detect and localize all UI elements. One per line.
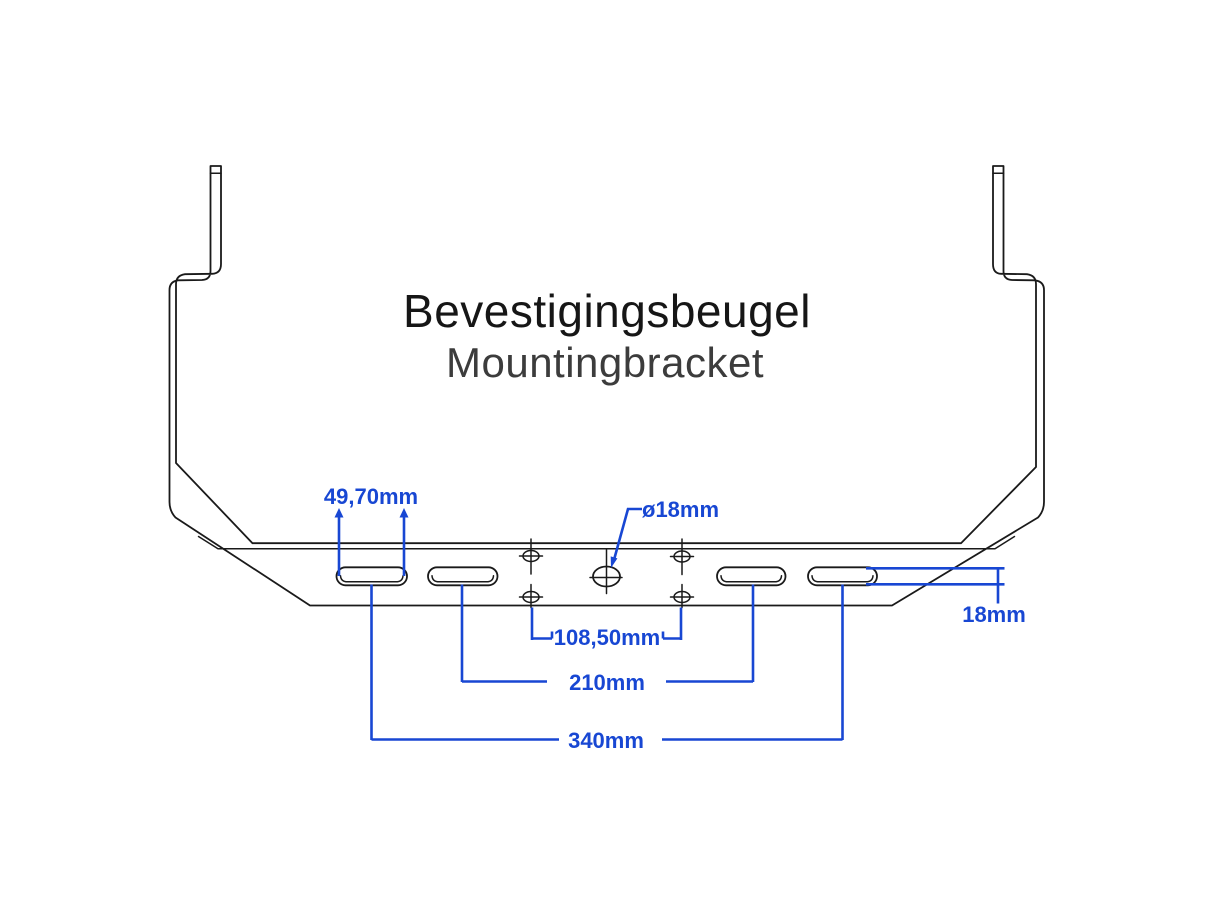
drawing-title-dutch: Bevestigingsbeugel	[403, 285, 811, 337]
bolt-hole-bottom-left	[518, 583, 544, 609]
dim-hole-diameter-label: ø18mm	[642, 497, 720, 522]
dim-inner-spacing-lines	[460, 584, 755, 683]
dim-slot-length-label: 49,70mm	[323, 484, 419, 509]
dim-slot-height-label: 18mm	[962, 602, 1026, 627]
slot-3	[716, 566, 787, 587]
dim-slot-length-lines	[334, 508, 409, 576]
bolt-hole-top-right	[669, 538, 695, 576]
center-hole	[589, 548, 623, 595]
slot-4	[807, 566, 878, 587]
bracket-outline	[168, 165, 1045, 607]
dim-hole-spacing-label: 108,50mm	[553, 625, 661, 650]
bolt-hole-bottom-right	[669, 583, 695, 609]
dim-outer-spacing-label: 340mm	[568, 728, 644, 753]
dimension-graphics	[334, 507, 1005, 741]
drawing-title-english: Mountingbracket	[445, 339, 765, 386]
dim-slot-height-lines	[866, 567, 1005, 604]
dim-outer-spacing-lines	[370, 584, 844, 741]
bolt-hole-top-left	[518, 538, 544, 575]
slot-2	[427, 566, 499, 587]
bracket-geometry	[168, 165, 1045, 609]
slot-1	[335, 566, 408, 587]
dim-hole-diameter-leader	[610, 507, 642, 568]
dim-inner-spacing-label: 210mm	[569, 670, 645, 695]
dim-hole-spacing-lines	[530, 607, 683, 640]
